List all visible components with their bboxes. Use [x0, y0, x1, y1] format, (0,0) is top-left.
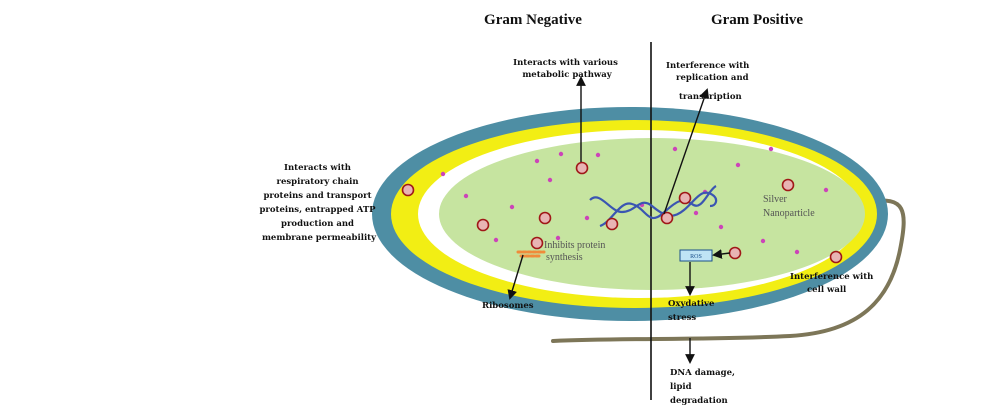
flagellum	[551, 198, 906, 343]
silver-nanoparticle	[829, 250, 843, 264]
ion-dots	[440, 146, 829, 255]
ion-dot	[735, 162, 741, 168]
ion-dot	[823, 187, 829, 193]
silver-nanoparticles	[401, 161, 843, 264]
label-replication: Interference with replication and transc…	[666, 61, 752, 102]
label-inhibits-protein: Inhibits protein synthesis	[544, 240, 608, 263]
ros-label: ROS	[690, 254, 702, 260]
silver-nanoparticle	[530, 236, 544, 250]
silver-nanoparticle	[660, 211, 674, 225]
ion-dot	[558, 151, 564, 157]
silver-nanoparticle	[605, 217, 619, 231]
silver-nanoparticle	[476, 218, 490, 232]
ion-dot	[555, 235, 561, 241]
ros-box	[679, 249, 713, 262]
silver-nanoparticle	[781, 178, 795, 192]
silver-nanoparticle	[728, 246, 742, 260]
arrows	[507, 76, 731, 364]
label-metabolic-pathway: Interacts with various metabolic pathway	[513, 58, 621, 80]
ion-dot	[718, 224, 724, 230]
label-dna-damage: DNA damage, lipid degradation	[670, 368, 738, 406]
ion-dot	[595, 152, 601, 158]
ion-dot	[534, 158, 540, 164]
ion-dot	[547, 177, 553, 183]
arrow-replication	[663, 88, 710, 215]
ion-dot	[693, 210, 699, 216]
label-ribosomes: Ribosomes	[482, 301, 534, 311]
silver-nanoparticle	[401, 183, 415, 197]
label-cell-wall: Interference with cell wall	[790, 272, 876, 295]
ion-dot	[760, 238, 766, 244]
label-silver-nanoparticle: Silver Nanoparticle	[763, 194, 815, 219]
silver-nanoparticle	[678, 191, 692, 205]
ribosome-icon	[516, 250, 546, 258]
ion-dot	[794, 249, 800, 255]
ion-dot	[584, 215, 590, 221]
arrow-ribosomes	[507, 254, 524, 300]
silver-nanoparticle	[538, 211, 552, 225]
silver-nanoparticle	[575, 161, 589, 175]
gram-negative-title: Gram Negative	[484, 12, 582, 28]
ion-dot	[768, 146, 774, 152]
gram-positive-title: Gram Positive	[711, 12, 803, 28]
ion-dot	[440, 171, 446, 177]
label-respiratory-chain: Interacts with respiratory chain protein…	[259, 163, 378, 243]
arrow-ros	[712, 249, 731, 259]
ion-dot	[672, 146, 678, 152]
ion-dot	[509, 204, 515, 210]
dna-strand-b	[599, 185, 717, 228]
ion-dot	[463, 193, 469, 199]
ion-dot	[493, 237, 499, 243]
label-oxidative-stress: Oxydative stress	[668, 299, 717, 323]
